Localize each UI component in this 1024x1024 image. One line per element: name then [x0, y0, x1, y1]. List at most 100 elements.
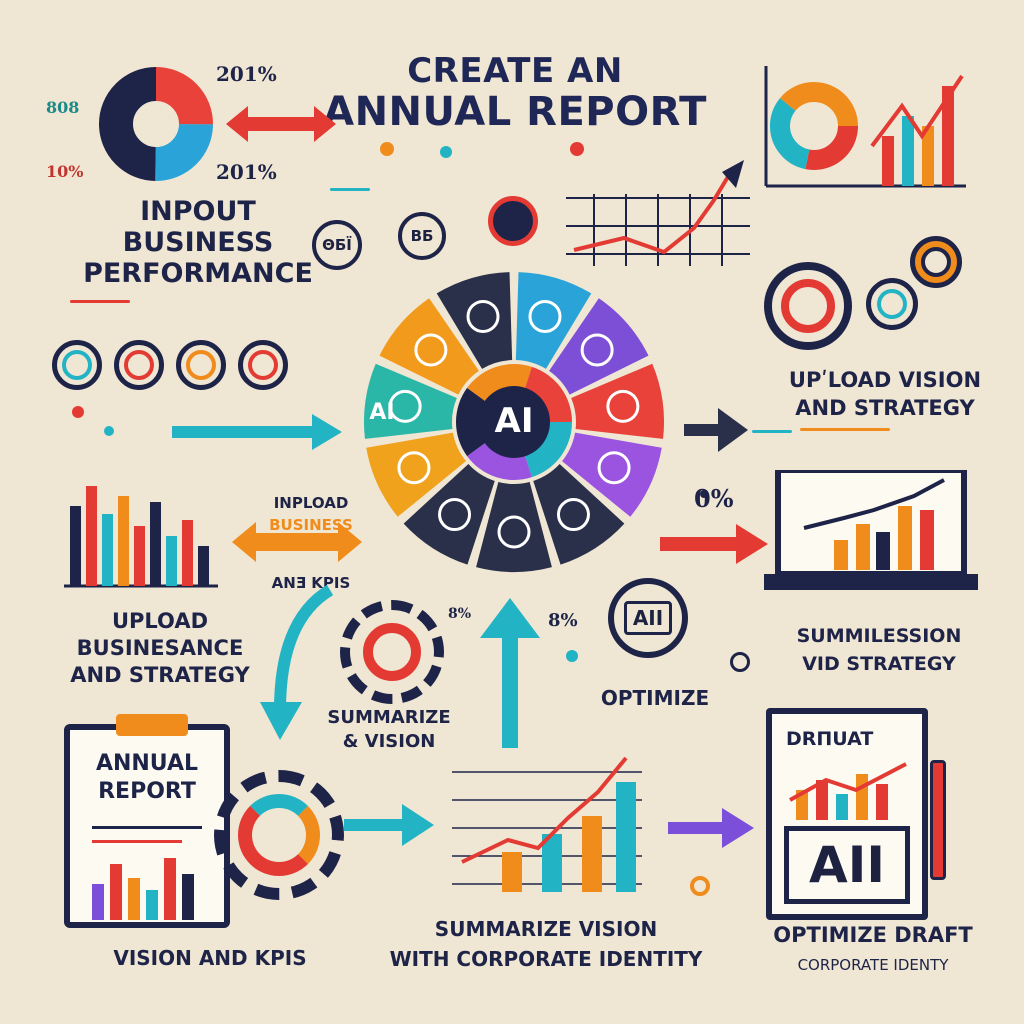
bar: [582, 816, 602, 892]
bar: [198, 546, 209, 586]
arrow-right-icon-teal-2: [344, 804, 434, 846]
gear-icon-report: [214, 770, 344, 900]
gear-icon-summarize: [340, 600, 444, 704]
wheel-petal: [364, 363, 457, 439]
percent-left-1: 808: [46, 98, 80, 117]
step-vision-kpis: VISION AND KPIS: [113, 946, 307, 970]
annual-report-card: ANNUAL REPORT: [64, 714, 230, 928]
draft-document: DRΠUAT AII: [766, 708, 928, 920]
step-summilession-line-2: VID STRATEGY: [802, 653, 956, 675]
decor-dash: [800, 428, 890, 431]
step-summarize-line-1: SUMMARIZE: [327, 707, 451, 728]
wheel-petal-icon: [438, 498, 472, 532]
percent-top-1: 201%: [216, 62, 277, 86]
ai-badge-text: AII: [623, 601, 673, 635]
step-input-business-line-2: BUSINESS: [122, 227, 274, 258]
bar: [166, 536, 177, 586]
report-bar-chart: [92, 858, 194, 920]
ai-badge: AII: [608, 578, 688, 658]
decor-dash: [70, 300, 130, 303]
wheel-petal-icon: [397, 451, 431, 485]
arrow-right-icon-red: [660, 524, 768, 564]
decor-dot: [104, 426, 114, 436]
arrow-right-icon-teal: [172, 414, 342, 450]
decor-dot: [440, 146, 452, 158]
step-inpload-line-2: BUSINESS: [269, 516, 353, 534]
wheel-left-segment-label: AI: [369, 400, 395, 425]
donut-segment-blue: [99, 67, 213, 181]
ring-icon-3: [176, 340, 226, 390]
annual-report-title: ANNUAL REPORT: [70, 750, 224, 806]
wheel-petal-icon: [388, 389, 422, 423]
percent-mid-right: 0%: [694, 484, 734, 513]
wheel-petal-icon: [580, 333, 614, 367]
wheel-petal: [571, 363, 664, 439]
bar: [70, 506, 81, 586]
wheel-petal: [533, 463, 625, 565]
donut-segment-navy: [99, 67, 213, 181]
decor-dot: [380, 142, 394, 156]
badge-2-text: ΒБ: [410, 227, 434, 245]
donut-chart-top-left: [99, 67, 213, 181]
pen-icon: [930, 760, 946, 880]
wheel-petal: [403, 463, 495, 565]
gear-icon-right-orange: [910, 236, 962, 288]
decor-dash: [330, 188, 370, 191]
badge-1: ΘБЇ: [312, 220, 362, 270]
double-arrow-icon-orange: [232, 522, 362, 562]
step-summarize-identity-line-2: WITH CORPORATE IDENTITY: [389, 947, 703, 971]
arrow-right-icon-dark: [684, 408, 748, 452]
wheel-petal: [366, 432, 466, 517]
trend-chart-top: [566, 160, 750, 266]
percent-top-2: 201%: [216, 160, 277, 184]
wheel-center-label: AI: [494, 401, 534, 441]
step-summarize-identity-line-1: SUMMARIZE VISION: [434, 917, 658, 941]
bar: [542, 834, 562, 892]
wheel-petal-icon: [597, 451, 631, 485]
step-upload-vision: UPʹLOAD VISION AND STRATEGY: [770, 366, 1000, 422]
step-summarize-line-2: & VISION: [342, 731, 436, 752]
wheel-petal: [562, 432, 662, 517]
decor-dot: [566, 650, 578, 662]
wheel-petal-icon: [528, 299, 562, 333]
clipboard-clip: [116, 714, 188, 736]
double-arrow-icon: [226, 106, 336, 142]
gear-icon-right-large: [764, 262, 852, 350]
wheel-hub: [478, 386, 550, 458]
step-upload-business-line-3: AND STRATEGY: [70, 663, 250, 687]
wheel-petal-icon: [414, 333, 448, 367]
report-line-2: [92, 840, 182, 843]
step-optimize-draft: OPTIMIZE DRAFT CORPORATE IDENTY: [738, 920, 1008, 980]
step-optimize-draft-line-2: CORPORATE IDENTY: [797, 956, 949, 974]
percent-center-small-2: 8%: [548, 610, 578, 631]
draft-big-label: AII: [784, 826, 910, 904]
bar: [182, 520, 193, 586]
draft-big-text: AII: [809, 836, 885, 894]
step-inpload-line-1: INPLOAD: [273, 494, 349, 512]
decor-dot: [72, 406, 84, 418]
trend-line: [461, 756, 628, 864]
decor-dot: [690, 876, 710, 896]
bar-chart-bottom: [452, 756, 642, 892]
step-upload-business-line-1: UPLOAD: [111, 609, 209, 633]
badge-3: [488, 196, 538, 246]
bar: [134, 526, 145, 586]
divider-dash: [752, 430, 792, 433]
arrow-right-icon-purple: [668, 808, 754, 848]
annual-report-title-line-2: REPORT: [98, 779, 196, 804]
arrow-up-icon-teal: [480, 598, 540, 748]
decor-dot: [700, 490, 708, 498]
page-title: CREATE AN ANNUAL REPORT: [280, 52, 750, 134]
title-line-2: ANNUAL REPORT: [323, 89, 707, 135]
step-input-business-line-3: PERFORMANCE: [83, 258, 313, 289]
percent-left-2: 10%: [46, 162, 84, 181]
wheel-petal-icon: [556, 498, 590, 532]
step-inpload: INPLOAD BUSINESS: [256, 492, 366, 536]
step-optimize: OPTIMIZE: [600, 686, 710, 710]
ring-icon-2: [114, 340, 164, 390]
bar: [86, 486, 97, 586]
decor-dot: [570, 142, 584, 156]
badge-1-text: ΘБЇ: [322, 236, 352, 254]
step-upload-vision-line-2: AND STRATEGY: [795, 396, 975, 420]
step-input-business: INPOUT BUSINESS PERFORMANCE: [48, 196, 348, 289]
